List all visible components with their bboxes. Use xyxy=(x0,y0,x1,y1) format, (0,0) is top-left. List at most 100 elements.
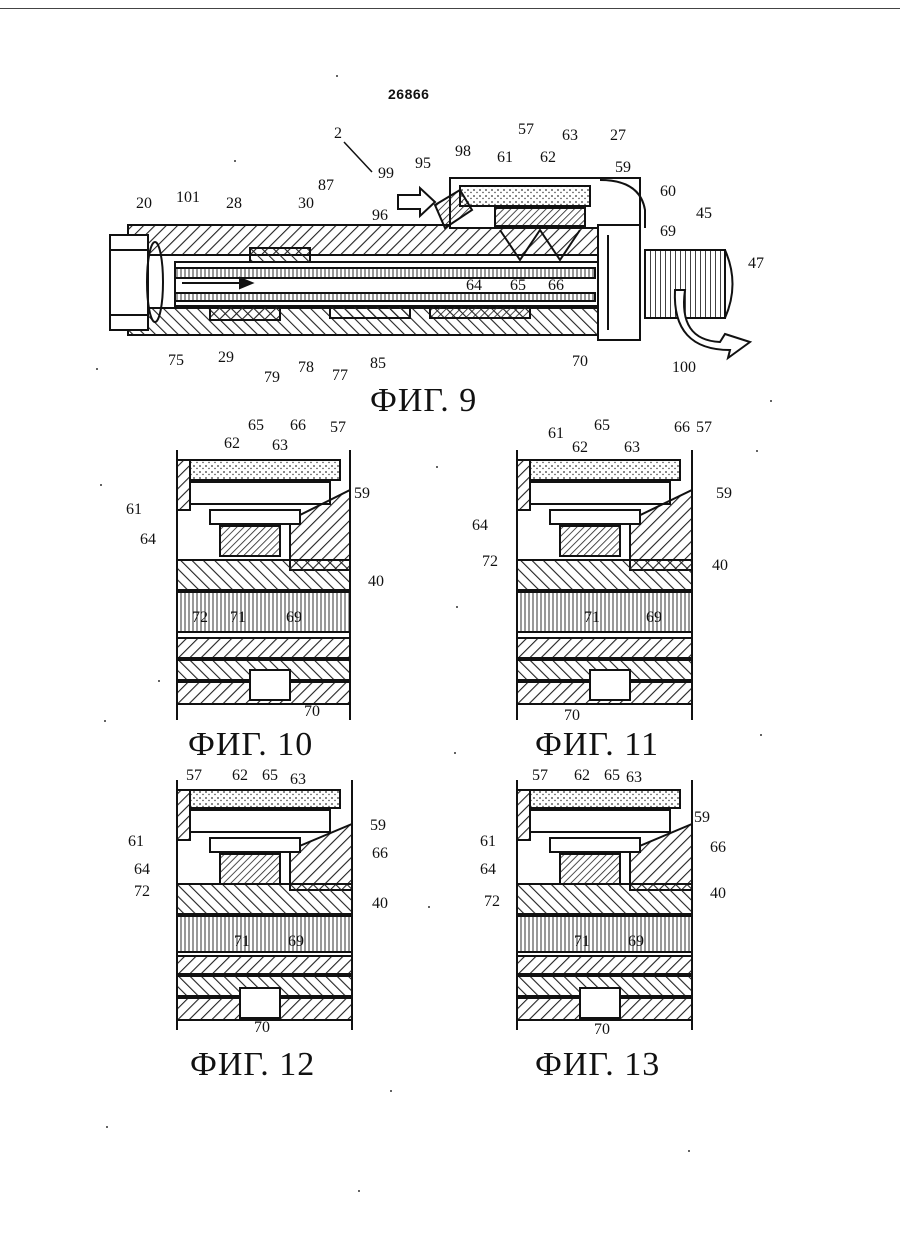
fig13-label-69: 69 xyxy=(628,933,644,950)
fig9-label-28: 28 xyxy=(226,195,242,212)
fig11-caption: ФИГ. 11 xyxy=(535,726,659,764)
scan-speck xyxy=(358,1190,360,1192)
fig10-label-40: 40 xyxy=(368,573,384,590)
scan-speck xyxy=(456,606,458,608)
scan-speck xyxy=(756,450,758,452)
fig10-label-61: 61 xyxy=(126,501,142,518)
fig9-label-78: 78 xyxy=(298,359,314,376)
fig10-label-64: 64 xyxy=(140,531,156,548)
fig9-label-99: 99 xyxy=(378,165,394,182)
scan-speck xyxy=(454,752,456,754)
fig9-label-60: 60 xyxy=(660,183,676,200)
fig9-label-64: 64 xyxy=(466,277,482,294)
fig12-label-61: 61 xyxy=(128,833,144,850)
figure-13: 57 62 65 63 59 61 66 64 40 72 71 69 70 xyxy=(460,760,760,1040)
fig11-label-64: 64 xyxy=(472,517,488,534)
fig12-label-71: 71 xyxy=(234,933,250,950)
fig9-label-65: 65 xyxy=(510,277,526,294)
fig9-label-95: 95 xyxy=(415,155,431,172)
fig12-caption: ФИГ. 12 xyxy=(190,1046,315,1084)
fig10-label-70: 70 xyxy=(304,703,320,720)
scan-speck xyxy=(770,400,772,402)
fig9-label-45: 45 xyxy=(696,205,712,222)
scan-speck xyxy=(158,680,160,682)
fig9-label-85: 85 xyxy=(370,355,386,372)
fig13-label-57: 57 xyxy=(532,767,548,784)
fig13-label-70: 70 xyxy=(594,1021,610,1038)
fig9-label-100: 100 xyxy=(672,359,696,376)
fig12-label-72: 72 xyxy=(134,883,150,900)
fig9-label-75: 75 xyxy=(168,352,184,369)
fig9-label-59: 59 xyxy=(615,159,631,176)
fig13-label-40: 40 xyxy=(710,885,726,902)
fig12-label-64: 64 xyxy=(134,861,150,878)
fig11-label-61: 61 xyxy=(548,425,564,442)
fig12-label-59: 59 xyxy=(370,817,386,834)
fig11-label-57: 57 xyxy=(696,419,712,436)
top-rule xyxy=(0,8,900,9)
fig9-label-2: 2 xyxy=(334,125,342,142)
fig11-label-70: 70 xyxy=(564,707,580,724)
scan-speck xyxy=(106,1126,108,1128)
fig13-label-64: 64 xyxy=(480,861,496,878)
fig13-label-61: 61 xyxy=(480,833,496,850)
scan-speck xyxy=(96,368,98,370)
fig10-label-66: 66 xyxy=(290,417,306,434)
fig10-label-59: 59 xyxy=(354,485,370,502)
scan-speck xyxy=(336,75,338,77)
fig12-label-62: 62 xyxy=(232,767,248,784)
figure-12: 57 62 65 63 59 61 66 64 72 40 71 69 70 xyxy=(120,760,420,1040)
scan-speck xyxy=(390,1090,392,1092)
fig9-label-61: 61 xyxy=(497,149,513,166)
fig10-label-62: 62 xyxy=(224,435,240,452)
fig13-label-65: 65 xyxy=(604,767,620,784)
fig9-label-63: 63 xyxy=(562,127,578,144)
fig11-label-59: 59 xyxy=(716,485,732,502)
scan-speck xyxy=(428,906,430,908)
fig12-label-57: 57 xyxy=(186,767,202,784)
fig11-label-66: 66 xyxy=(674,419,690,436)
fig11-label-63: 63 xyxy=(624,439,640,456)
fig12-label-63: 63 xyxy=(290,771,306,788)
fig12-label-66: 66 xyxy=(372,845,388,862)
fig11-label-65: 65 xyxy=(594,417,610,434)
fig11-label-71: 71 xyxy=(584,609,600,626)
fig9-label-70: 70 xyxy=(572,353,588,370)
fig9-label-30: 30 xyxy=(298,195,314,212)
scan-speck xyxy=(100,484,102,486)
fig9-label-27: 27 xyxy=(610,127,626,144)
scan-speck xyxy=(436,466,438,468)
scan-speck xyxy=(760,734,762,736)
scan-speck xyxy=(104,720,106,722)
fig10-label-71: 71 xyxy=(230,609,246,626)
fig13-label-63: 63 xyxy=(626,769,642,786)
figure-11: 61 65 66 57 62 63 59 64 72 40 71 69 70 xyxy=(460,410,760,720)
fig10-label-63: 63 xyxy=(272,437,288,454)
fig9-label-77: 77 xyxy=(332,367,348,384)
fig9-label-101: 101 xyxy=(176,189,200,206)
fig10-label-65: 65 xyxy=(248,417,264,434)
fig11-label-62: 62 xyxy=(572,439,588,456)
fig12-label-69: 69 xyxy=(288,933,304,950)
fig10-label-72: 72 xyxy=(192,609,208,626)
fig12-label-65: 65 xyxy=(262,767,278,784)
fig9-label-69: 69 xyxy=(660,223,676,240)
fig9-label-79: 79 xyxy=(264,369,280,386)
fig13-label-59: 59 xyxy=(694,809,710,826)
fig9-label-98: 98 xyxy=(455,143,471,160)
fig9-label-66: 66 xyxy=(548,277,564,294)
fig11-label-72: 72 xyxy=(482,553,498,570)
fig10-label-57: 57 xyxy=(330,419,346,436)
fig13-label-62: 62 xyxy=(574,767,590,784)
figure-10: 62 65 66 63 57 61 59 64 40 72 71 69 70 xyxy=(120,410,400,720)
fig9-label-96: 96 xyxy=(372,207,388,224)
scan-speck xyxy=(234,160,236,162)
scan-speck xyxy=(688,1150,690,1152)
fig9-label-47: 47 xyxy=(748,255,764,272)
fig12-label-70: 70 xyxy=(254,1019,270,1036)
figure-9: 2 99 95 98 57 61 62 63 27 59 60 69 20 10… xyxy=(100,110,800,390)
fig9-label-87: 87 xyxy=(318,177,334,194)
fig9-label-57: 57 xyxy=(518,121,534,138)
fig11-label-40: 40 xyxy=(712,557,728,574)
fig10-caption: ФИГ. 10 xyxy=(188,726,313,764)
